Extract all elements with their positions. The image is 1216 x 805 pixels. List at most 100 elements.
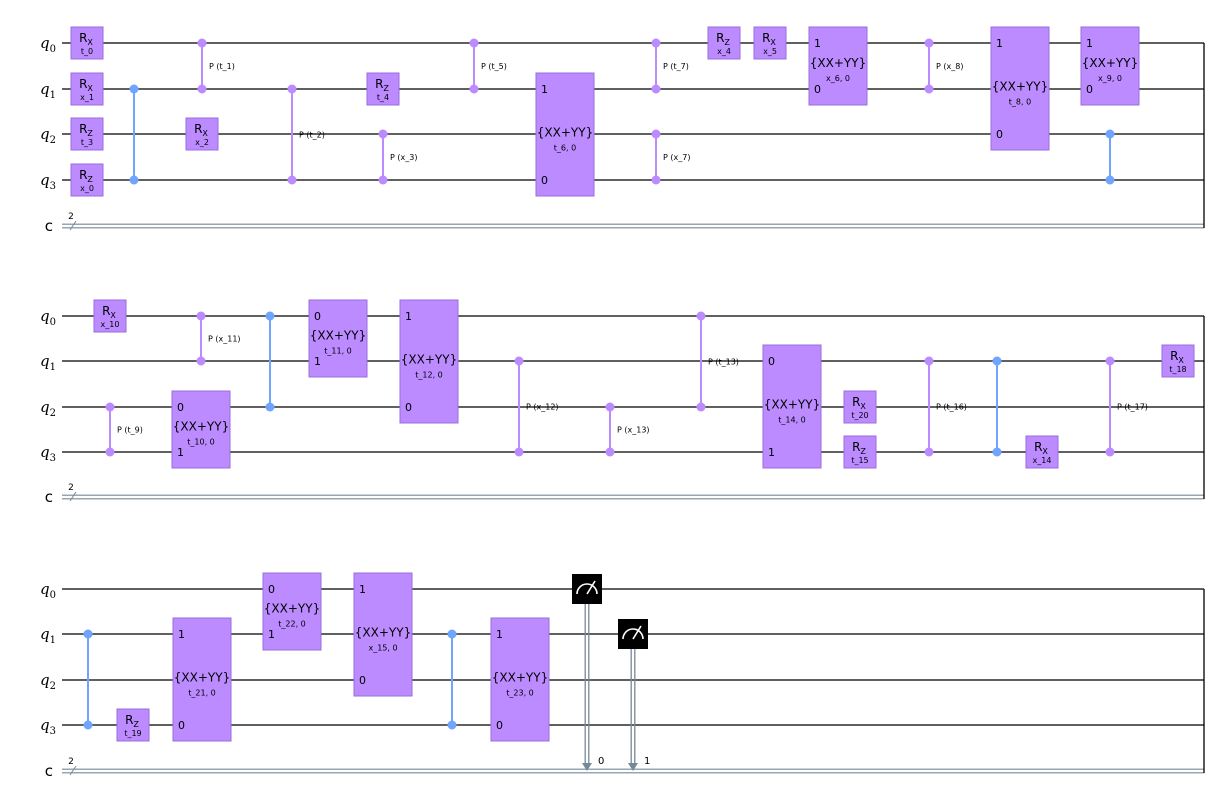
xx-plus-yy-gate: 10{XX+YY}t_6, 0 xyxy=(535,72,595,197)
qubit-label: q3 xyxy=(40,716,56,737)
qubit-label: q0 xyxy=(40,580,56,601)
register-size-label: 2 xyxy=(68,483,74,493)
controlled-z-gate xyxy=(1105,129,1115,185)
qubit-label: q1 xyxy=(40,625,56,646)
control-dot xyxy=(447,720,457,730)
controlled-phase-gate: P (x_3) xyxy=(378,129,417,185)
measure-box xyxy=(618,619,648,649)
xx-plus-yy-gate-box xyxy=(262,572,322,651)
controlled-phase-gate: P (t_7) xyxy=(651,38,689,94)
rotation-gate: RZx_0 xyxy=(70,163,104,197)
xx-plus-yy-gate-param: t_6, 0 xyxy=(554,144,576,153)
control-dot xyxy=(83,629,93,639)
xx-plus-yy-gate: 01{XX+YY}t_10, 0 xyxy=(171,390,231,469)
xx-plus-yy-gate-box xyxy=(490,617,550,742)
rotation-gate-box xyxy=(93,299,127,333)
xx-plus-yy-gate: 10{XX+YY}t_12, 0 xyxy=(399,299,459,424)
controlled-phase-gate: P (x_7) xyxy=(651,129,690,185)
gate-qubit-index: 0 xyxy=(1086,83,1093,96)
xx-plus-yy-gate-name: {XX+YY} xyxy=(992,80,1048,94)
phase-gate-label: P (x_7) xyxy=(663,153,690,162)
phase-gate-label: P (t_17) xyxy=(1117,403,1148,412)
gate-qubit-index: 1 xyxy=(177,446,184,459)
control-dot xyxy=(924,447,934,457)
xx-plus-yy-gate-param: t_14, 0 xyxy=(778,416,806,425)
qubit-label: q1 xyxy=(40,80,56,101)
xx-plus-yy-gate-box xyxy=(762,344,822,469)
control-dot xyxy=(469,38,479,48)
register-size-label: 2 xyxy=(68,212,74,222)
measure-arrow-icon xyxy=(628,763,638,771)
controlled-z-gate xyxy=(447,629,457,730)
controlled-phase-gate: P (t_2) xyxy=(287,84,325,185)
xx-plus-yy-gate-name: {XX+YY} xyxy=(764,398,820,412)
xx-plus-yy-gate-param: t_12, 0 xyxy=(415,371,443,380)
control-dot xyxy=(129,175,139,185)
gate-qubit-index: 1 xyxy=(1086,37,1093,50)
qubit-label: q2 xyxy=(40,125,56,146)
phase-gate-label: P (x_12) xyxy=(526,403,559,412)
control-dot xyxy=(197,38,207,48)
xx-plus-yy-gate: 10{XX+YY}t_23, 0 xyxy=(490,617,550,742)
control-dot xyxy=(287,175,297,185)
control-dot xyxy=(196,311,206,321)
rotation-gate-box xyxy=(70,26,104,60)
rotation-gate-box xyxy=(843,390,877,424)
rotation-gate-param: t_20 xyxy=(851,411,868,420)
qubit-label: q2 xyxy=(40,671,56,692)
controlled-phase-gate: P (t_13) xyxy=(696,311,739,412)
control-dot xyxy=(696,402,706,412)
xx-plus-yy-gate-box xyxy=(172,617,232,742)
control-dot xyxy=(83,720,93,730)
rotation-gate: RZt_4 xyxy=(366,72,400,106)
register-slash-icon xyxy=(69,491,77,502)
measure-bit-label: 0 xyxy=(598,756,604,767)
rotation-gate: RXt_18 xyxy=(1161,344,1195,378)
xx-plus-yy-gate: 10{XX+YY}x_6, 0 xyxy=(808,26,868,106)
control-dot xyxy=(924,38,934,48)
phase-gate-label: P (t_2) xyxy=(299,131,325,140)
control-dot xyxy=(1105,129,1115,139)
controlled-phase-gate: P (t_5) xyxy=(469,38,507,94)
register-size-label: 2 xyxy=(68,757,74,767)
xx-plus-yy-gate-param: t_10, 0 xyxy=(187,438,215,447)
register-slash-icon xyxy=(69,220,77,231)
phase-gate-label: P (t_13) xyxy=(708,358,739,367)
rotation-gate-box xyxy=(116,708,150,742)
phase-gate-label: P (x_8) xyxy=(936,62,963,71)
xx-plus-yy-gate-box xyxy=(535,72,595,197)
classical-register-label: c xyxy=(45,217,53,235)
controlled-z-gate xyxy=(83,629,93,730)
xx-plus-yy-gate: 01{XX+YY}t_14, 0 xyxy=(762,344,822,469)
control-dot xyxy=(992,356,1002,366)
control-dot xyxy=(696,311,706,321)
controlled-phase-gate: P (x_11) xyxy=(196,311,241,366)
xx-plus-yy-gate-param: x_9, 0 xyxy=(1098,74,1122,83)
classical-register-label: c xyxy=(45,762,53,780)
rotation-gate-box xyxy=(70,163,104,197)
gate-qubit-index: 0 xyxy=(405,401,412,414)
control-dot xyxy=(651,175,661,185)
xx-plus-yy-gate: 01{XX+YY}t_11, 0 xyxy=(308,299,368,378)
xx-plus-yy-gate-name: {XX+YY} xyxy=(264,602,320,616)
control-dot xyxy=(514,447,524,457)
control-dot xyxy=(651,129,661,139)
control-dot xyxy=(605,402,615,412)
phase-gate-label: P (t_9) xyxy=(117,426,143,435)
control-dot xyxy=(378,175,388,185)
controlled-phase-gate: P (t_16) xyxy=(924,356,967,457)
rotation-gate-param: x_5 xyxy=(763,47,777,56)
rotation-gate-box xyxy=(70,72,104,106)
gate-qubit-index: 1 xyxy=(814,37,821,50)
control-dot xyxy=(378,129,388,139)
xx-plus-yy-gate-box xyxy=(353,572,413,697)
rotation-gate: RZt_3 xyxy=(70,117,104,151)
xx-plus-yy-gate-name: {XX+YY} xyxy=(1082,56,1138,70)
controlled-phase-gate: P (t_1) xyxy=(197,38,235,94)
rotation-gate: RXx_2 xyxy=(185,117,219,151)
classical-register-label: c xyxy=(45,488,53,506)
phase-gate-label: P (x_11) xyxy=(208,335,241,344)
xx-plus-yy-gate-box xyxy=(308,299,368,378)
qubit-label: q0 xyxy=(40,34,56,55)
xx-plus-yy-gate-box xyxy=(808,26,868,106)
